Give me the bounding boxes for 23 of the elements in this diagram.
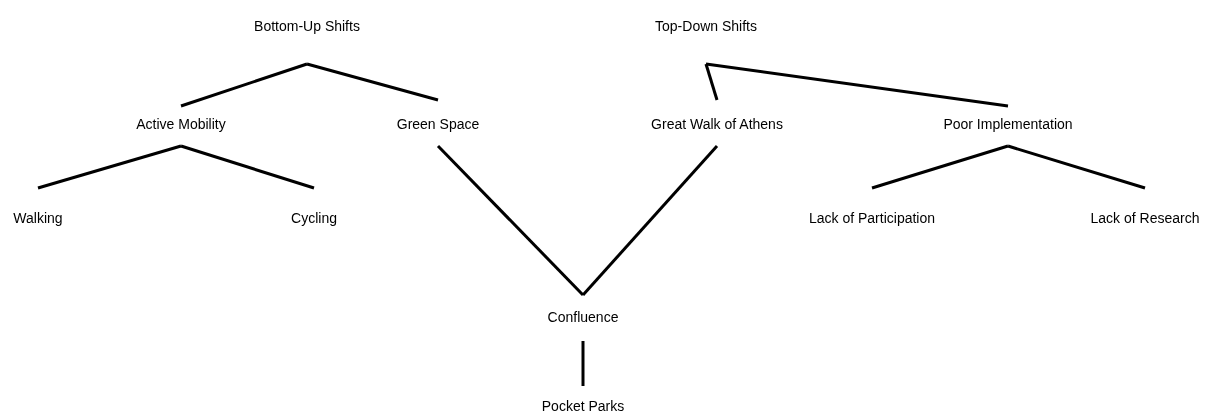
connector-line: [436, 144, 585, 297]
connector-line: [704, 63, 719, 101]
node-label: Great Walk of Athens: [651, 116, 783, 132]
node-label: Walking: [13, 210, 63, 226]
node-label: Active Mobility: [136, 116, 226, 132]
node-label: Lack of Research: [1090, 210, 1200, 226]
node-label: Top-Down Shifts: [655, 18, 757, 34]
node-label: Bottom-Up Shifts: [254, 18, 360, 34]
connector-line: [1007, 144, 1146, 190]
node-label: Confluence: [547, 309, 619, 325]
connector-line: [306, 62, 439, 102]
node-label: Green Space: [396, 116, 480, 132]
connector-line: [180, 62, 308, 108]
connector-line: [581, 145, 719, 296]
connector-line: [37, 144, 182, 190]
node-label: Pocket Parks: [541, 398, 625, 414]
connector-line: [581, 341, 585, 386]
connector-line: [180, 144, 315, 190]
node-label: Lack of Participation: [808, 210, 936, 226]
connector-line: [705, 62, 1009, 108]
connector-line: [871, 144, 1009, 190]
node-label: Poor Implementation: [943, 116, 1073, 132]
node-label: Cycling: [291, 210, 337, 226]
